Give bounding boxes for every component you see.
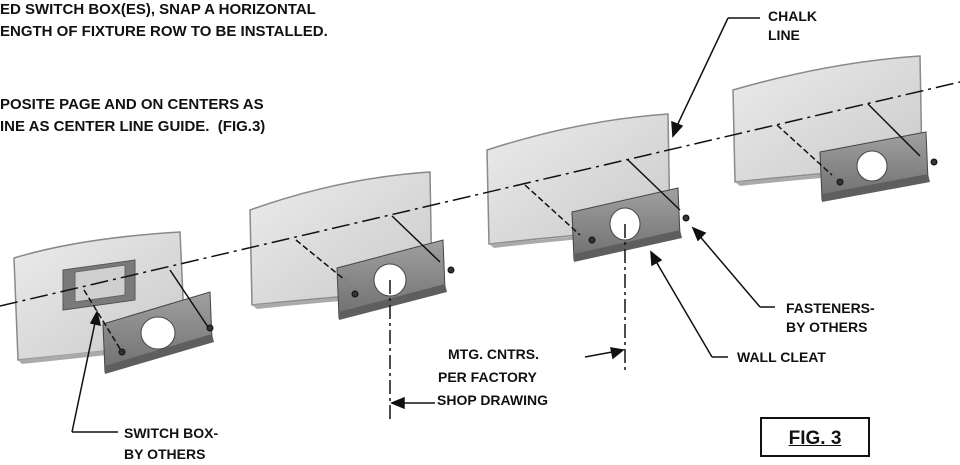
instruction-line-2: ENGTH OF FIXTURE ROW TO BE INSTALLED. — [0, 23, 328, 40]
figure-label: FIG. 3 — [788, 428, 842, 449]
wall-cleat-3 — [571, 187, 682, 262]
fasteners — [118, 158, 938, 356]
mounting-center-dimension — [389, 224, 626, 420]
callout-mtg-centers-2: PER FACTORY — [438, 369, 537, 385]
callout-chalk-line-2: LINE — [768, 27, 800, 43]
instruction-line-3: POSITE PAGE AND ON CENTERS AS — [0, 96, 264, 113]
callout-fasteners-1: FASTENERS- — [786, 300, 875, 316]
callout-wall-cleat: WALL CLEAT — [737, 349, 826, 365]
callout-switch-box-1: SWITCH BOX- — [124, 425, 219, 441]
wall-cleat-4 — [819, 131, 930, 202]
leader-lines — [71, 17, 775, 433]
callout-mtg-centers-1: MTG. CNTRS. — [448, 346, 539, 362]
callout-fasteners-2: BY OTHERS — [786, 319, 868, 335]
figure-label-box: FIG. 3 — [760, 417, 870, 457]
switch-box — [62, 259, 136, 311]
callout-switch-box-2: BY OTHERS — [124, 446, 206, 462]
instruction-line-4: INE AS CENTER LINE GUIDE. (FIG.3) — [0, 118, 266, 135]
instruction-line-1: ED SWITCH BOX(ES), SNAP A HORIZONTAL — [0, 1, 316, 18]
chalk-line — [0, 81, 960, 307]
callout-mtg-centers-3: SHOP DRAWING — [437, 392, 548, 408]
alignment-lines — [83, 103, 921, 353]
callout-chalk-line-1: CHALK — [768, 8, 817, 24]
wall-cleat-1 — [102, 291, 214, 374]
